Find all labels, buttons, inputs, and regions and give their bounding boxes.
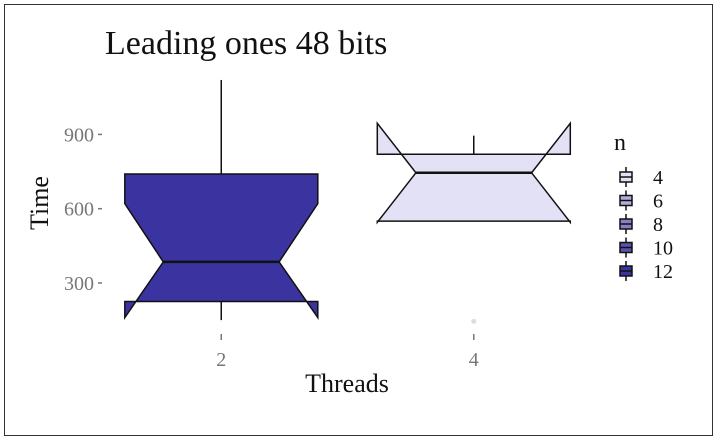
box-body: [124, 173, 319, 321]
legend-item: 4: [619, 167, 663, 189]
legend-label: 10: [653, 238, 673, 260]
x-axis-label: Threads: [305, 369, 389, 398]
chart-title: Leading ones 48 bits: [105, 25, 387, 62]
legend-item: 8: [619, 214, 663, 236]
x-tick-label: 4: [469, 349, 479, 371]
legend-label: 6: [653, 191, 663, 213]
legend-label: 8: [653, 214, 663, 236]
y-tick-label: 900: [64, 124, 94, 146]
legend-title: n: [614, 130, 626, 156]
y-tick-label: 300: [64, 273, 94, 295]
plot-area: [124, 79, 572, 324]
x-tick-label: 2: [216, 349, 226, 371]
legend-item: 12: [619, 261, 673, 283]
y-axis-label: Time: [25, 176, 54, 230]
legend-item: 6: [619, 190, 663, 213]
chart-frame: [4, 4, 713, 436]
legend-label: 4: [653, 167, 663, 189]
legend-label: 12: [653, 261, 673, 283]
y-tick-label: 600: [64, 199, 94, 221]
outlier-point: [471, 318, 477, 324]
legend-item: 10: [619, 237, 673, 260]
y-axis: 300 600 900: [64, 124, 102, 295]
